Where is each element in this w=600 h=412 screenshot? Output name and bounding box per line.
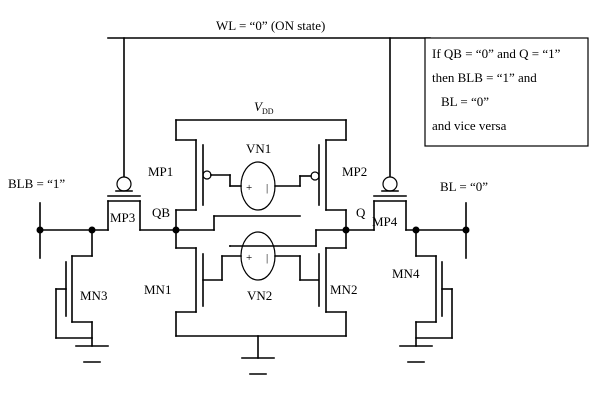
right-inverter-wiring xyxy=(345,209,375,337)
left-inverter-wiring xyxy=(175,174,231,337)
mp2-label: MP2 xyxy=(342,164,367,179)
vdd-rail xyxy=(175,119,347,141)
q-node-dot xyxy=(342,226,350,234)
svg-text:+: + xyxy=(246,252,252,264)
cross-coupling xyxy=(175,175,347,281)
note-box: If QB = “0” and Q = “1” then BLB = “1” a… xyxy=(424,37,589,147)
qb-label: QB xyxy=(152,205,170,220)
mn1-transistor xyxy=(175,247,204,313)
bl-label: BL = “0” xyxy=(440,179,488,194)
center-ground xyxy=(175,335,347,375)
word-line xyxy=(107,37,431,177)
vn1-label: VN1 xyxy=(246,141,271,156)
mp1-transistor xyxy=(175,139,212,211)
mp2-transistor xyxy=(310,139,347,211)
note-line-1: If QB = “0” and Q = “1” xyxy=(432,46,561,61)
mn2-transistor xyxy=(318,247,347,313)
blb-line xyxy=(36,202,109,259)
q-label: Q xyxy=(356,205,366,220)
mp3-transistor xyxy=(107,176,177,231)
mn4-transistor xyxy=(399,229,453,363)
mp1-label: MP1 xyxy=(148,164,173,179)
mp4-label: MP4 xyxy=(372,214,398,229)
mp3-label: MP3 xyxy=(110,210,135,225)
vn2-label: VN2 xyxy=(247,288,272,303)
svg-text:|: | xyxy=(266,182,268,194)
wl-label: WL = “0” (ON state) xyxy=(216,18,325,33)
mn3-transistor xyxy=(55,229,109,363)
vn1-source: + | xyxy=(229,161,301,211)
blb-label: BLB = “1” xyxy=(8,176,65,191)
note-line-2: then BLB = “1” and xyxy=(432,70,537,85)
svg-text:+: + xyxy=(246,182,252,194)
vn2-source: + | xyxy=(221,231,301,281)
note-line-3: BL = “0” xyxy=(441,94,489,109)
mn2-label: MN2 xyxy=(330,282,357,297)
vdd-label: VDD xyxy=(254,99,274,116)
mn1-label: MN1 xyxy=(144,282,171,297)
mn3-label: MN3 xyxy=(80,288,107,303)
mn4-label: MN4 xyxy=(392,266,420,281)
svg-text:|: | xyxy=(266,252,268,264)
note-line-4: and vice versa xyxy=(432,118,507,133)
